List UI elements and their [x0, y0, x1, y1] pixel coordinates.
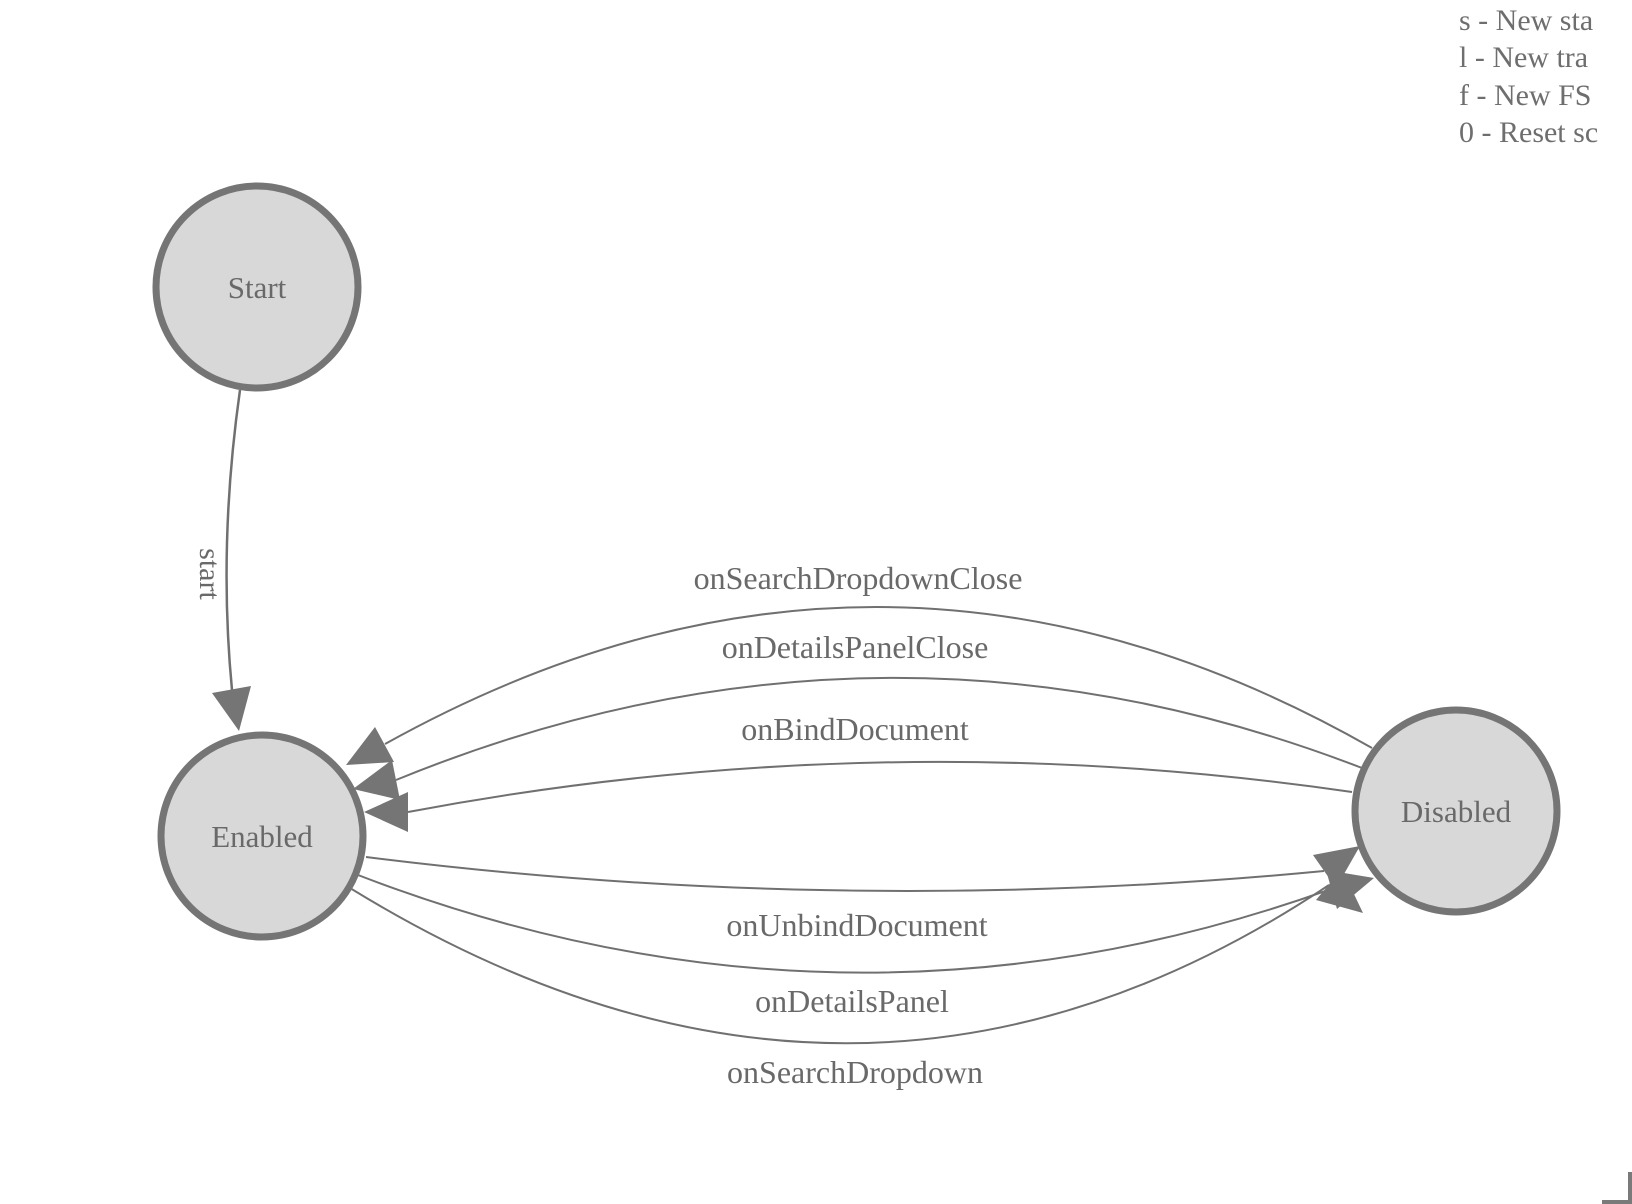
edge-label: onDetailsPanel	[755, 983, 949, 1019]
edge-label: onBindDocument	[741, 711, 969, 747]
edge-line[interactable]	[365, 856, 1325, 892]
transition-edge-onDetailsPanelClose[interactable]: onDetailsPanelClose	[353, 629, 1363, 800]
legend-line: s - New sta	[1459, 4, 1593, 37]
transition-edge-onDetailsPanel[interactable]: onDetailsPanel	[357, 870, 1374, 1019]
edge-line[interactable]	[407, 760, 1353, 813]
state-node-disabled[interactable]: Disabled	[1351, 706, 1561, 916]
transition-edge-onBindDocument[interactable]: onBindDocument	[364, 711, 1353, 832]
transition-edge-onSearchDropdown[interactable]: onSearchDropdown	[349, 869, 1363, 1090]
edge-label: onDetailsPanelClose	[722, 629, 989, 665]
edge-line[interactable]	[384, 606, 1373, 749]
state-circle[interactable]	[1351, 706, 1561, 916]
state-label: Start	[228, 270, 287, 305]
legend-line: f - New FS	[1459, 79, 1592, 112]
arrowhead-icon	[364, 792, 408, 832]
edge-label: onSearchDropdown	[727, 1054, 983, 1090]
corner-mark-vertical	[1628, 1172, 1632, 1204]
arrowhead-icon	[1316, 869, 1363, 913]
edge-label-start: start	[193, 548, 226, 600]
transition-edge-onUnbindDocument[interactable]: onUnbindDocument	[365, 846, 1360, 943]
legend-line: l - New tra	[1459, 41, 1588, 74]
state-label: Enabled	[211, 819, 313, 854]
edge-line[interactable]	[225, 389, 242, 691]
state-node-start[interactable]: Start	[152, 182, 362, 392]
transition-edge-start[interactable]: start	[193, 389, 251, 731]
arrowhead-icon	[353, 760, 400, 800]
edge-line[interactable]	[395, 677, 1363, 781]
edge-line[interactable]	[349, 884, 1330, 1045]
edge-label: onSearchDropdownClose	[694, 560, 1023, 596]
state-circle[interactable]	[152, 182, 362, 392]
state-node-enabled[interactable]: Enabled	[157, 731, 367, 941]
canvas-corner	[1602, 1172, 1632, 1204]
corner-mark-horizontal	[1602, 1200, 1632, 1204]
transition-edge-onSearchDropdownClose[interactable]: onSearchDropdownClose	[346, 560, 1373, 765]
state-label: Disabled	[1401, 794, 1512, 829]
arrowhead-icon	[346, 727, 394, 765]
arrowhead-icon	[1313, 846, 1360, 888]
legend-line: 0 - Reset sc	[1459, 116, 1598, 149]
arrowhead-icon	[212, 686, 251, 731]
keyboard-shortcuts-legend: s - New sta l - New tra f - New FS 0 - R…	[1459, 4, 1598, 149]
edge-line[interactable]	[357, 874, 1332, 974]
state-circle[interactable]	[157, 731, 367, 941]
edge-label: onUnbindDocument	[726, 907, 987, 943]
